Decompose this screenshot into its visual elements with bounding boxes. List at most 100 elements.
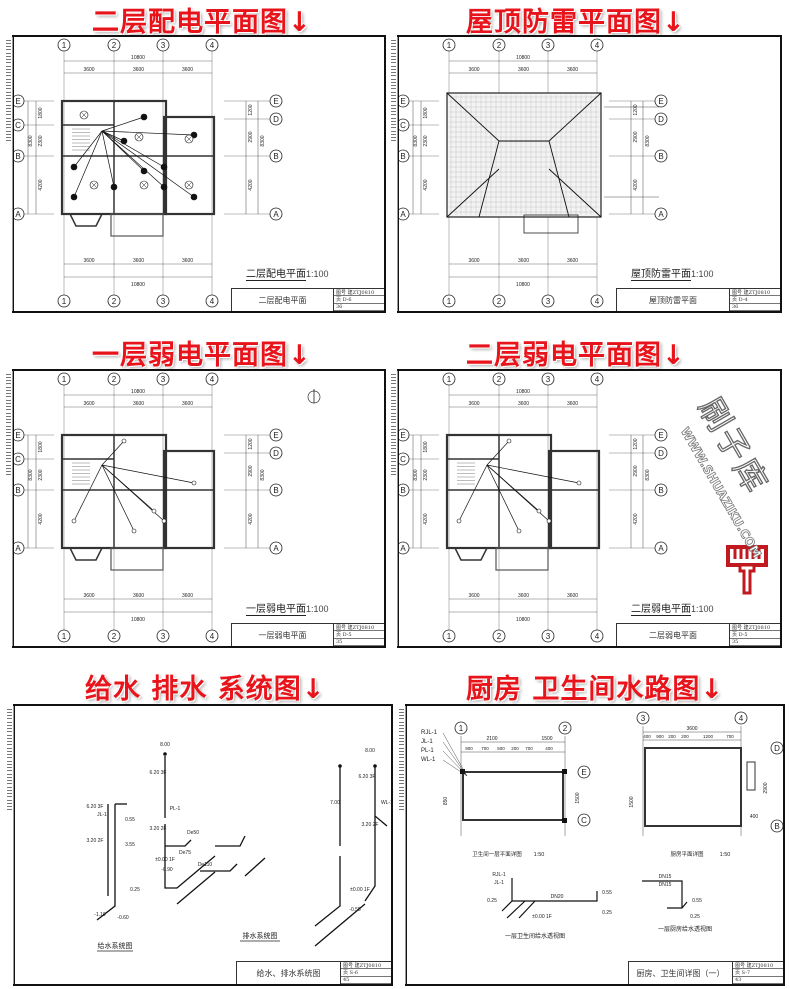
- ridge-line: [548, 140, 570, 218]
- dim-side: 2300: [38, 469, 44, 480]
- wiring-line: [486, 464, 520, 532]
- wiring-line: [101, 130, 125, 142]
- wiring-line: [101, 116, 145, 132]
- dim-bay: 3600: [182, 593, 193, 599]
- dim-side: 2300: [423, 135, 429, 146]
- axis-bubble: [590, 294, 604, 308]
- column: [562, 769, 567, 774]
- axis-bubble: [107, 629, 121, 643]
- line: [442, 750, 468, 777]
- meta-cell: 页 D-6: [334, 296, 384, 304]
- water-system-svg: 8.006.20 3F3.20 2F±0.00 1F-0.90-1.10-0.6…: [87, 742, 391, 952]
- elevation-label: 6.20 3F: [87, 804, 104, 810]
- dim-side: 1200: [248, 104, 254, 115]
- pipe-line: [642, 880, 688, 909]
- pipe-line: [518, 900, 536, 919]
- axis-label: A: [658, 544, 664, 553]
- axis-label: 4: [595, 297, 600, 306]
- dim-bay: 3600: [468, 401, 479, 407]
- axis-bubble: [541, 372, 555, 386]
- elevation-label: PL-1: [170, 806, 181, 812]
- roof-outline: [446, 92, 602, 218]
- meta-cell: 43: [733, 977, 783, 984]
- dim: 400: [643, 734, 651, 739]
- axis-bubble: [492, 629, 506, 643]
- axis-label: B: [400, 486, 405, 495]
- pipe-line: [215, 835, 246, 847]
- axis-bubble: [770, 819, 783, 833]
- axis-label: D: [273, 115, 279, 124]
- axis-bubble: [14, 94, 25, 108]
- dim: 200: [681, 734, 689, 739]
- axis-label: 4: [210, 41, 215, 50]
- axis-label: E: [273, 431, 278, 440]
- axis-label: B: [15, 152, 20, 161]
- meta-cell: 35: [334, 639, 384, 646]
- outlet-symbol: [160, 163, 168, 171]
- axis-bubble: [442, 38, 456, 52]
- wall-outline: [547, 449, 601, 550]
- dim-bay: 3600: [83, 593, 94, 599]
- detail-scale: 1:50: [534, 852, 545, 858]
- axis-bubble: [14, 118, 25, 132]
- axis-bubble: [205, 38, 219, 52]
- dim-bay: 3600: [567, 401, 578, 407]
- dim: 900: [465, 746, 473, 751]
- elevation-label: 7.00: [330, 800, 340, 806]
- axis-label: 2: [112, 375, 117, 384]
- meta-cell: 45: [341, 977, 391, 984]
- axis-bubble: [57, 294, 71, 308]
- dim: 400: [545, 746, 553, 751]
- axis-label: D: [774, 744, 780, 753]
- axis-label: 3: [546, 375, 551, 384]
- bath-walls: [462, 771, 564, 821]
- axis-label: 1: [447, 375, 452, 384]
- axis-bubble: [269, 112, 283, 126]
- axis-label: D: [273, 449, 279, 458]
- axis-label: E: [400, 97, 405, 106]
- dim-side-total: 8300: [645, 469, 651, 480]
- dim-side: 4200: [423, 179, 429, 190]
- elevation-label: De75: [179, 850, 191, 856]
- axis-bubble: [269, 428, 283, 442]
- axis-bubble: [492, 294, 506, 308]
- jack-symbol: [191, 480, 197, 486]
- dim-bay: 3600: [83, 67, 94, 73]
- axis-bubble: [442, 294, 456, 308]
- axis-label: 1: [62, 632, 67, 641]
- axis-label: A: [273, 544, 279, 553]
- elevation-label: -1.10: [94, 912, 106, 918]
- elevation-label: JL-1: [97, 812, 107, 818]
- plan-scale: 1:100: [306, 604, 329, 614]
- axis-bubble: [577, 813, 591, 827]
- wiring-line: [101, 130, 195, 198]
- jack-symbol: [546, 518, 552, 524]
- plan-title-text: 二层弱电平面: [631, 604, 691, 616]
- pipe-line: [176, 871, 216, 905]
- dim-bay: 3600: [133, 258, 144, 264]
- dim-bay: 3600: [468, 593, 479, 599]
- jack-symbol: [151, 508, 157, 514]
- pipe-line: [314, 856, 341, 927]
- meta-cell: 图号 建ZTJ0810: [334, 624, 384, 632]
- axis-bubble: [57, 629, 71, 643]
- dim: 3600: [686, 726, 697, 732]
- axis-label: E: [273, 97, 278, 106]
- axis-label: A: [400, 210, 406, 219]
- porch-roof: [523, 214, 579, 234]
- jack-symbol: [506, 438, 512, 444]
- axis-bubble: [107, 38, 121, 52]
- wiring-line: [101, 130, 115, 188]
- dim-bay: 3600: [182, 67, 193, 73]
- dim-side: 2900: [248, 465, 254, 476]
- axis-label: 2: [112, 297, 117, 306]
- dim-side-total: 8300: [28, 469, 34, 480]
- heading-1f-weak-current: 一层弱电平面图↓: [92, 340, 312, 371]
- dim: 500: [497, 746, 505, 751]
- dim-side: 1200: [248, 438, 254, 449]
- plan-title: 屋顶防雷平面1:100: [631, 265, 714, 281]
